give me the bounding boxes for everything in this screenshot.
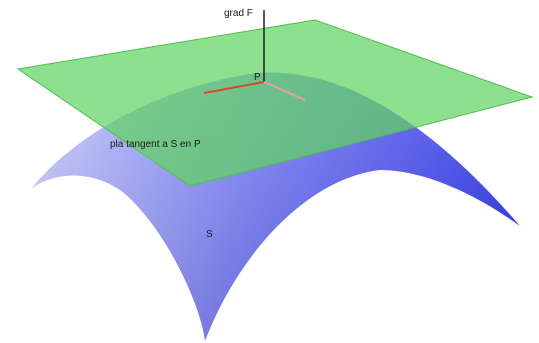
tangent-plane-label: pla tangent a S en P xyxy=(110,139,201,150)
surface-label: S xyxy=(206,229,213,240)
point-label: P xyxy=(254,72,261,83)
tangent-vector-pink xyxy=(263,81,306,101)
tangent-vector-red xyxy=(203,81,265,94)
gradient-label: grad F xyxy=(224,8,253,19)
tangent-plane xyxy=(16,19,534,187)
